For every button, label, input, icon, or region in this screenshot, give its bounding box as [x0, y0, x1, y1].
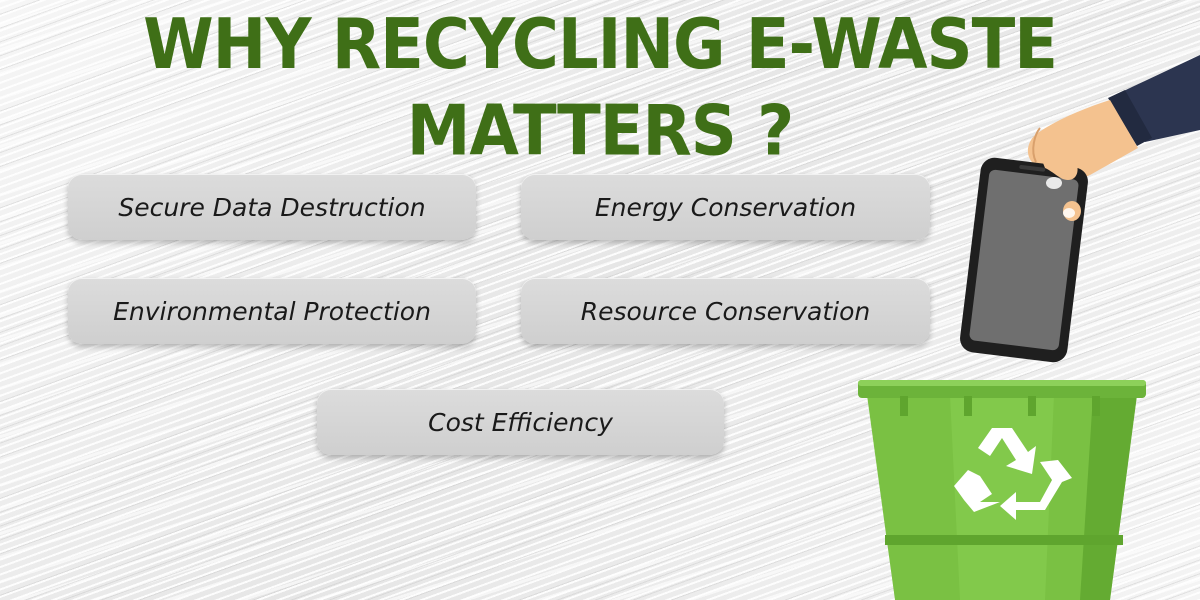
- recycle-symbol-icon: [954, 428, 1072, 520]
- benefit-cost-efficiency: Cost Efficiency: [317, 389, 724, 455]
- recycle-bin-icon: [858, 380, 1146, 600]
- benefit-environmental-protection: Environmental Protection: [68, 278, 476, 344]
- benefit-secure-data-destruction: Secure Data Destruction: [68, 174, 476, 240]
- recycling-illustration: [858, 55, 1200, 600]
- fingers-icon: [1036, 144, 1081, 221]
- smartphone-icon: [960, 157, 1088, 363]
- benefit-energy-conservation: Energy Conservation: [521, 174, 930, 240]
- page-title: WHY RECYCLING E-WASTE MATTERS ?: [143, 5, 1058, 172]
- benefit-resource-conservation: Resource Conservation: [521, 278, 930, 344]
- sleeve-icon: [1108, 55, 1200, 146]
